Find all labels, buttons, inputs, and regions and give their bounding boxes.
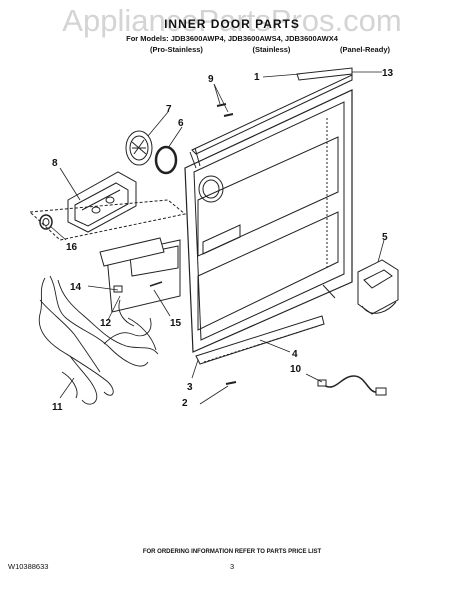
callout-9: 9 (208, 74, 214, 85)
models-line: For Models: JDB3600AWP4, JDB3600AWS4, JD… (126, 34, 338, 43)
page-title: INNER DOOR PARTS (164, 17, 300, 31)
variant-panel-ready: (Panel-Ready) (339, 45, 390, 54)
control-board-icon (99, 237, 165, 293)
callout-6: 6 (178, 118, 184, 129)
top-trim-strip (189, 67, 353, 169)
variant-stainless: (Stainless) (252, 45, 291, 54)
vent-gasket-icon (154, 145, 178, 175)
duct-assembly-icon (357, 259, 399, 315)
callout-14: 14 (70, 282, 82, 293)
power-cord-icon (317, 375, 387, 396)
dispenser-assembly-icon (67, 171, 137, 233)
callout-16: 16 (66, 242, 78, 253)
callout-15: 15 (170, 318, 182, 329)
callout-12: 12 (100, 318, 112, 329)
callout-1: 1 (254, 72, 260, 83)
page-number: 3 (230, 562, 235, 571)
assembly-outline (28, 199, 187, 241)
vent-cover-icon (125, 130, 153, 166)
ordering-note: FOR ORDERING INFORMATION REFER TO PARTS … (142, 549, 322, 555)
callout-3: 3 (187, 382, 193, 393)
inner-door-panel (184, 89, 353, 353)
watermark: AppliancePartsPros.com (62, 3, 402, 38)
callout-13: 13 (382, 68, 394, 79)
callout-4: 4 (292, 349, 298, 360)
callout-2: 2 (182, 398, 188, 409)
callout-10: 10 (290, 364, 302, 375)
leader-lines (49, 71, 385, 405)
callout-5: 5 (382, 232, 388, 243)
variant-pro-stainless: (Pro-Stainless) (150, 45, 203, 54)
wire-harness-icon (38, 275, 159, 405)
callout-8: 8 (52, 158, 58, 169)
document-number: W10388633 (8, 562, 49, 571)
bottom-screw-icon (225, 381, 237, 385)
callout-7: 7 (166, 104, 172, 115)
callout-11: 11 (52, 402, 63, 413)
model-variants: (Pro-Stainless) (Stainless) (Panel-Ready… (150, 45, 390, 54)
